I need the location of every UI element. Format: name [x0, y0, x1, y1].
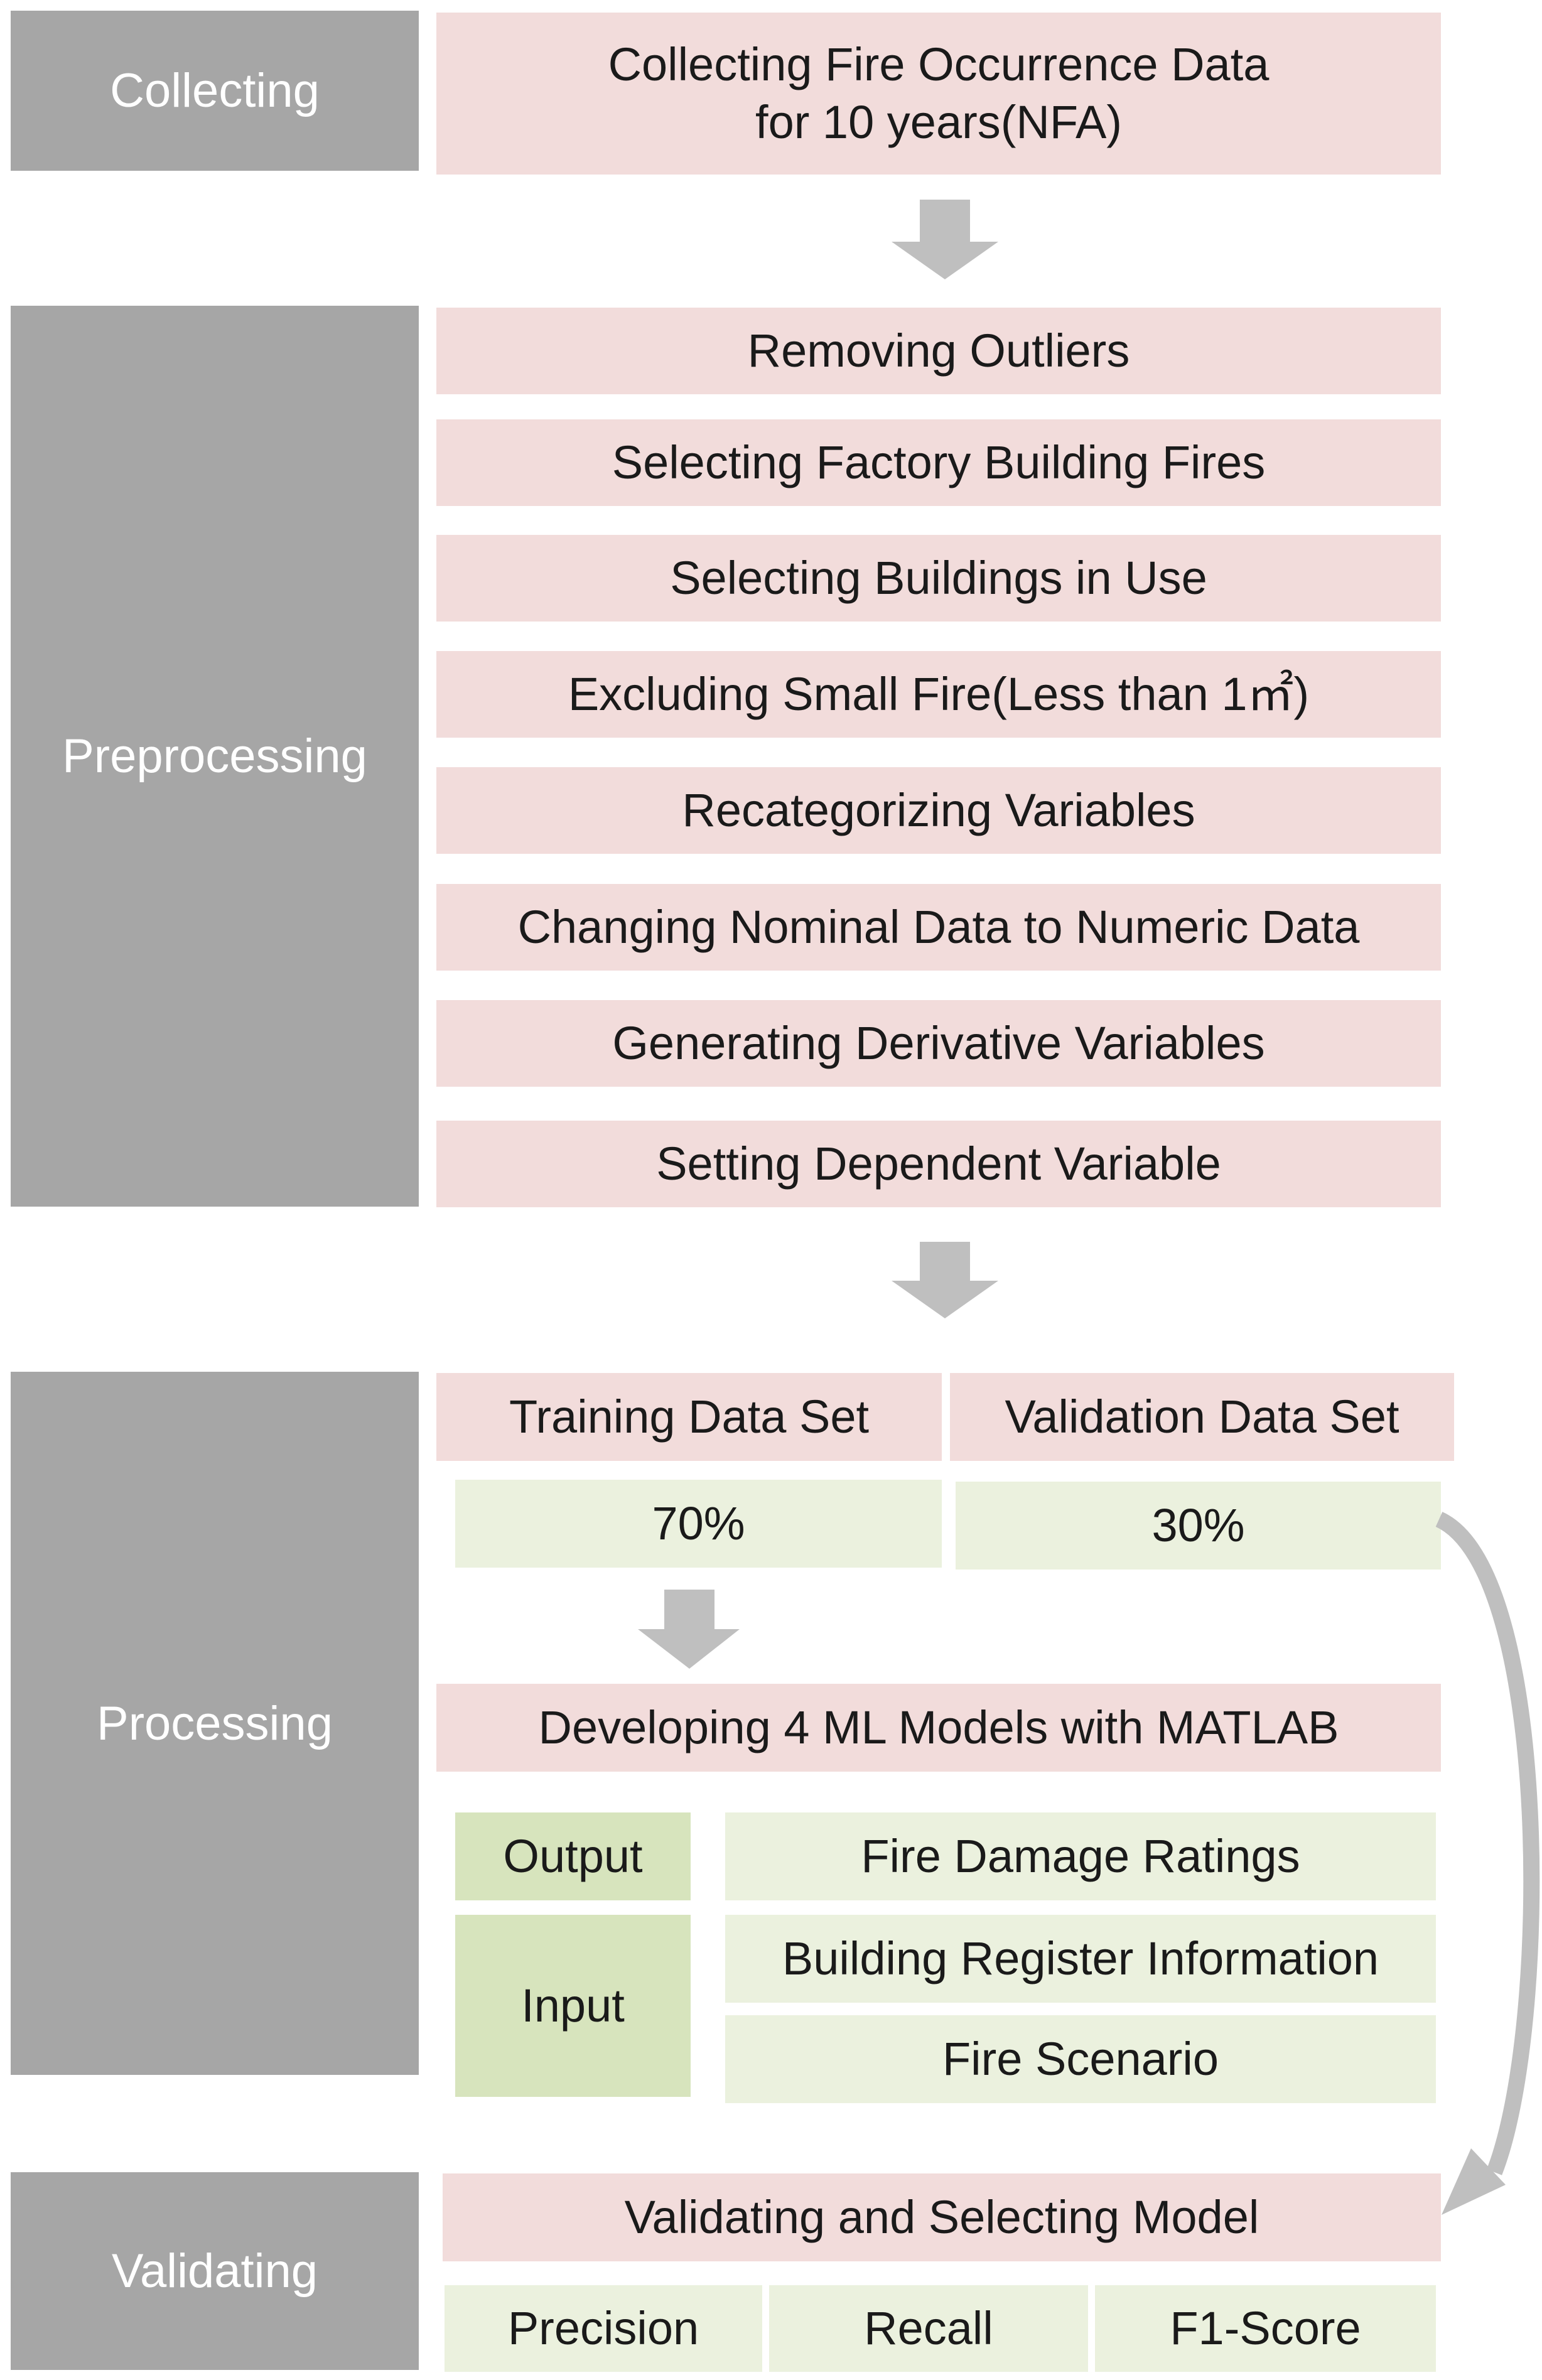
validating-step: Validating and Selecting Model — [443, 2173, 1441, 2261]
stage-processing: Processing — [11, 1372, 419, 2075]
input-value: Building Register Information — [725, 1915, 1436, 2003]
stage-collecting: Collecting — [11, 11, 419, 171]
stage-preprocessing: Preprocessing — [11, 306, 419, 1207]
curved-arrow-head-icon — [1442, 2148, 1506, 2215]
collecting-line-2: for 10 years(NFA) — [755, 96, 1122, 148]
input-label: Input — [455, 1915, 691, 2097]
preprocessing-step: Changing Nominal Data to Numeric Data — [436, 884, 1441, 971]
metric-recall: Recall — [769, 2285, 1088, 2372]
preprocessing-step: Selecting Buildings in Use — [436, 535, 1441, 622]
preprocessing-step: Excluding Small Fire(Less than 1㎡) — [436, 651, 1441, 738]
preprocessing-step: Selecting Factory Building Fires — [436, 419, 1441, 506]
output-label: Output — [455, 1812, 691, 1900]
metric-precision: Precision — [445, 2285, 762, 2372]
output-value: Fire Damage Ratings — [725, 1812, 1436, 1900]
training-data-set: Training Data Set — [436, 1373, 942, 1461]
preprocessing-step: Removing Outliers — [436, 308, 1441, 394]
down-arrow-collecting-to-preprocessing — [892, 200, 998, 279]
collecting-line-1: Collecting Fire Occurrence Data — [608, 38, 1270, 90]
curved-arrow-validation-to-validating — [1435, 1512, 1540, 2175]
down-arrow-training-to-models — [638, 1590, 740, 1669]
metric-f1-score: F1-Score — [1095, 2285, 1436, 2372]
preprocessing-step: Recategorizing Variables — [436, 767, 1441, 854]
stage-validating: Validating — [11, 2172, 419, 2370]
input-value: Fire Scenario — [725, 2015, 1436, 2103]
develop-models-step: Developing 4 ML Models with MATLAB — [436, 1684, 1441, 1772]
training-percentage: 70% — [455, 1480, 942, 1568]
preprocessing-step: Generating Derivative Variables — [436, 1000, 1441, 1087]
down-arrow-preprocessing-to-processing — [892, 1242, 998, 1318]
validation-data-set: Validation Data Set — [950, 1373, 1454, 1461]
preprocessing-step: Setting Dependent Variable — [436, 1121, 1441, 1207]
collecting-step: Collecting Fire Occurrence Data for 10 y… — [436, 13, 1441, 175]
validation-percentage: 30% — [956, 1482, 1441, 1570]
